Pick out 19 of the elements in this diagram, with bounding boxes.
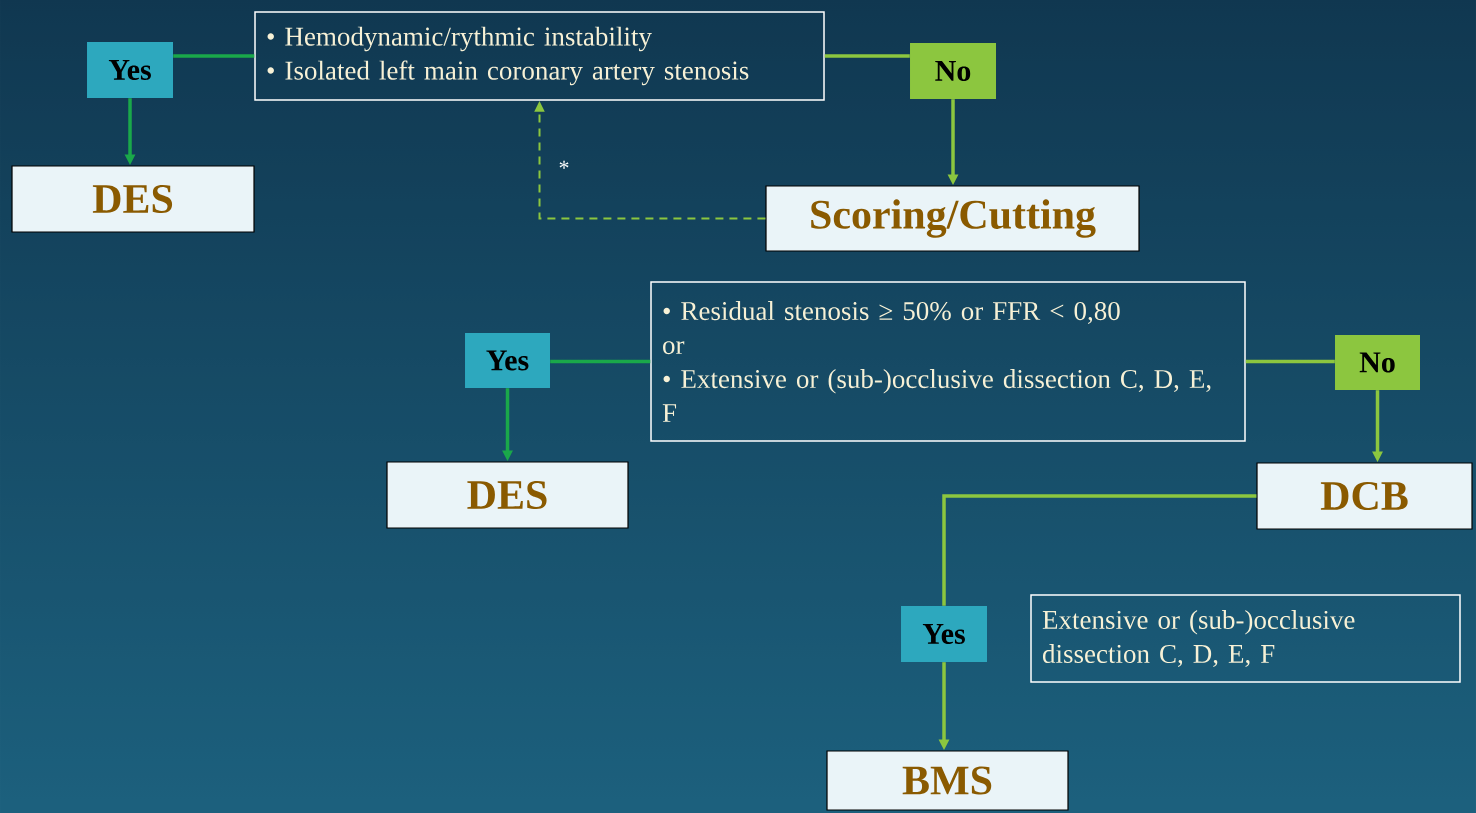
yes-box: Yes bbox=[901, 606, 987, 662]
outcome-box: DES bbox=[386, 461, 629, 529]
no-box: No bbox=[1335, 335, 1420, 390]
outcome-box: BMS bbox=[826, 750, 1069, 811]
yes-box: Yes bbox=[87, 42, 173, 98]
outcome-box: DES bbox=[11, 165, 255, 233]
connector-line bbox=[550, 359, 651, 364]
no-box: No bbox=[910, 43, 996, 99]
connector-line bbox=[1245, 359, 1335, 364]
connector-line bbox=[824, 54, 910, 58]
criteria-box: Extensive or (sub-)occlusive dissection C, D, E, F bbox=[1030, 594, 1461, 683]
criteria-box: • Hemodynamic/rythmic instability • Isolated left main coronary artery stenosis bbox=[254, 11, 825, 101]
outcome-box: DCB bbox=[1256, 462, 1473, 530]
criteria-box: • Residual stenosis ≥ 50% or FFR < 0,80 or • Extensive or (sub-)occlusive dissection C, D, E, F bbox=[650, 281, 1246, 442]
connector-line bbox=[173, 54, 255, 58]
yes-box: Yes bbox=[465, 333, 550, 388]
connector-line bbox=[942, 494, 1257, 606]
edge-label: * bbox=[559, 160, 569, 169]
outcome-box: Scoring/Cutting bbox=[765, 185, 1140, 252]
